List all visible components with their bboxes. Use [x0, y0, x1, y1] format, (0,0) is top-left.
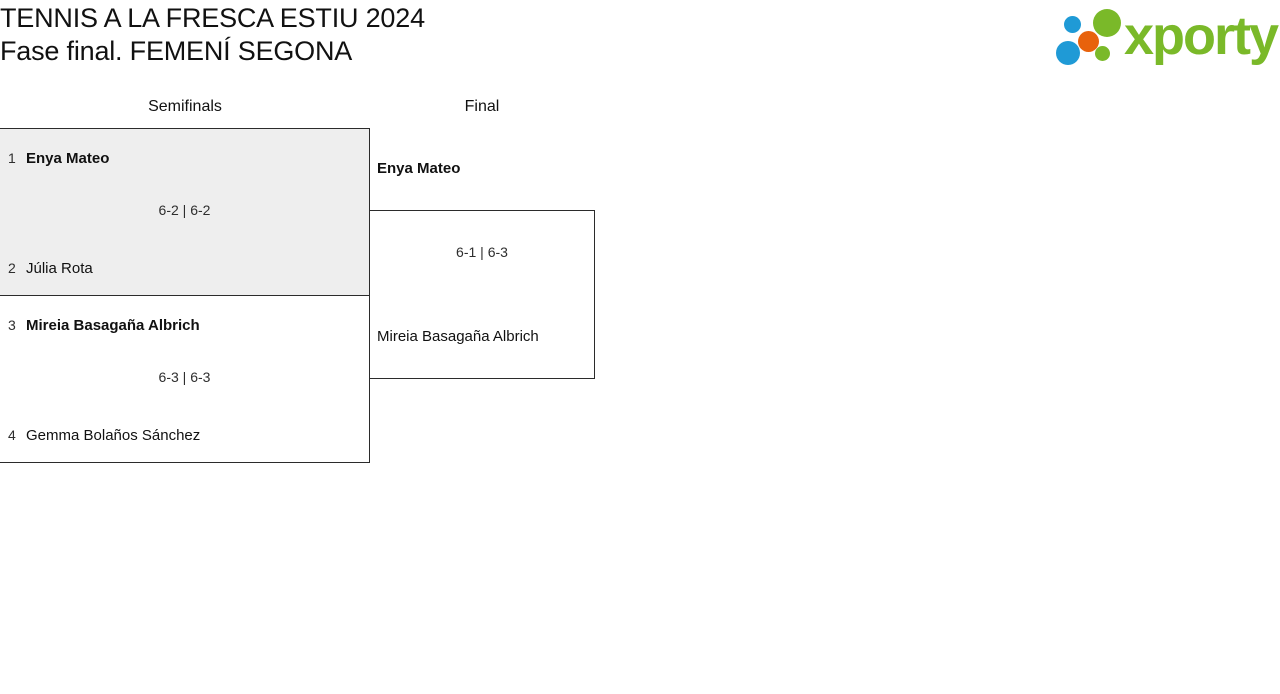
match-final[interactable] [369, 210, 595, 379]
logo-dot-orange-icon [1078, 31, 1099, 52]
xporty-logo: xporty [1044, 6, 1279, 66]
match-semifinal-1[interactable]: 1 Enya Mateo 6-2 | 6-2 2 Júlia Rota [0, 128, 370, 296]
player-name: Mireia Basagaña Albrich [26, 316, 200, 334]
final-player-name-bottom: Mireia Basagaña Albrich [377, 328, 539, 345]
page-title: TENNIS A LA FRESCA ESTIU 2024 Fase final… [0, 2, 425, 68]
logo-wordmark: xporty [1124, 6, 1279, 66]
player-name: Júlia Rota [26, 259, 93, 277]
match-semifinal-2[interactable]: 3 Mireia Basagaña Albrich 6-3 | 6-3 4 Ge… [0, 295, 370, 463]
match-player-row[interactable]: 3 Mireia Basagaña Albrich [0, 314, 369, 336]
final-player-name-top: Enya Mateo [377, 160, 461, 177]
match-score: 6-3 | 6-3 [158, 369, 211, 385]
player-seed: 3 [8, 317, 16, 333]
match-score: 6-2 | 6-2 [158, 202, 211, 218]
logo-dot-green-small-icon [1095, 46, 1110, 61]
logo-dots-icon [1052, 8, 1124, 66]
final-match-score: 6-1 | 6-3 [456, 244, 508, 260]
match-player-row[interactable]: 4 Gemma Bolaños Sánchez [0, 424, 369, 446]
round-header-final: Final [464, 98, 500, 115]
logo-dot-blue-bottom-icon [1056, 41, 1080, 65]
round-header-semifinals: Semifinals [148, 98, 222, 115]
match-player-row[interactable]: 1 Enya Mateo [0, 147, 369, 169]
player-seed: 1 [8, 150, 16, 166]
player-name: Enya Mateo [26, 149, 110, 167]
tournament-name: TENNIS A LA FRESCA ESTIU 2024 [0, 3, 425, 33]
page-header: TENNIS A LA FRESCA ESTIU 2024 Fase final… [0, 0, 1280, 75]
logo-dot-green-large-icon [1093, 9, 1121, 37]
logo-dot-blue-top-icon [1064, 16, 1081, 33]
match-player-row[interactable]: 2 Júlia Rota [0, 257, 369, 279]
tournament-phase: Fase final. FEMENÍ SEGONA [0, 36, 353, 66]
player-name: Gemma Bolaños Sánchez [26, 426, 201, 444]
player-seed: 2 [8, 260, 16, 276]
player-seed: 4 [8, 427, 16, 443]
